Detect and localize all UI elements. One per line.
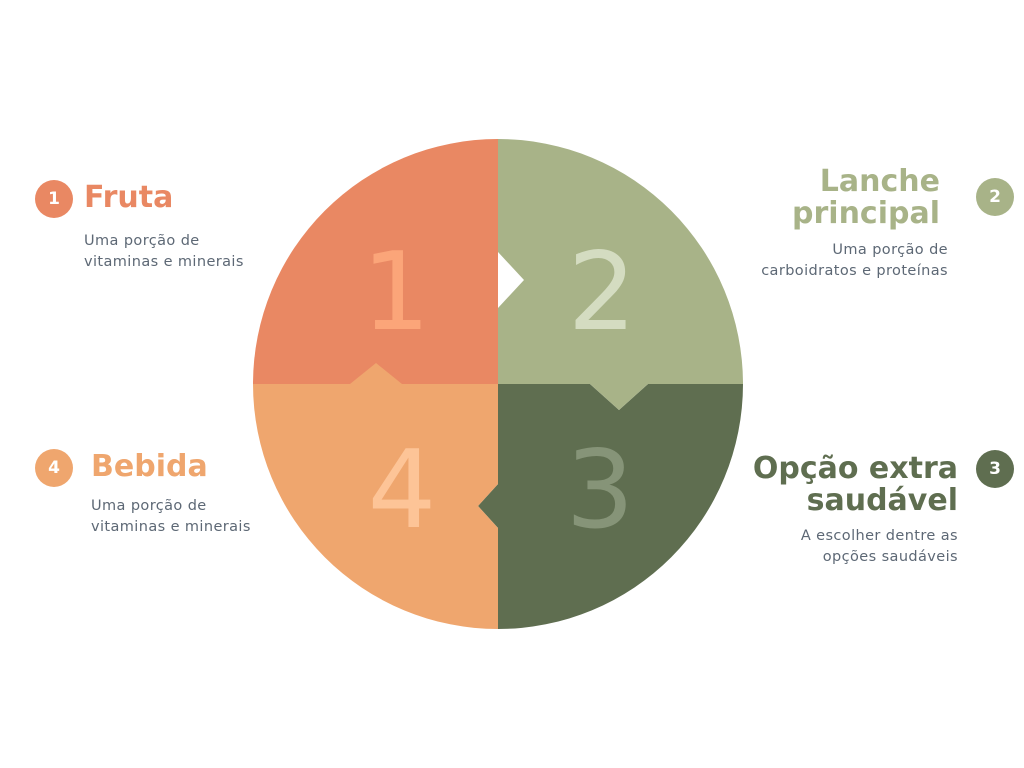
title-lanche-principal: Lanche principal xyxy=(792,164,940,231)
quadrant-1-number: 1 xyxy=(362,230,431,355)
badge-2: 2 xyxy=(976,178,1014,216)
desc-fruta: Uma porção de vitaminas e minerais xyxy=(84,233,244,270)
quadrant-2-lanche xyxy=(498,139,743,384)
quadrant-3-opcao xyxy=(478,384,743,629)
quadrant-4-bebida xyxy=(253,384,498,629)
badge-1: 1 xyxy=(35,180,73,218)
badge-3: 3 xyxy=(976,450,1014,488)
quadrant-3-number: 3 xyxy=(566,428,635,553)
quadrant-2-tab xyxy=(590,384,648,410)
quadrant-2-number: 2 xyxy=(568,230,637,355)
desc-bebida: Uma porção de vitaminas e minerais xyxy=(91,498,251,535)
title-bebida: Bebida xyxy=(91,449,208,484)
quadrant-1-fruta xyxy=(253,139,498,384)
title-fruta: Fruta xyxy=(84,180,174,215)
title-opcao-extra: Opção extra saudável xyxy=(752,451,958,518)
quadrant-4-number: 4 xyxy=(368,428,437,553)
desc-opcao-extra: A escolher dentre as opções saudáveis xyxy=(800,528,958,565)
quadrant-4-tab xyxy=(350,363,402,384)
desc-lanche-principal: Uma porção de carboidratos e proteínas xyxy=(761,242,948,279)
badge-4: 4 xyxy=(35,449,73,487)
